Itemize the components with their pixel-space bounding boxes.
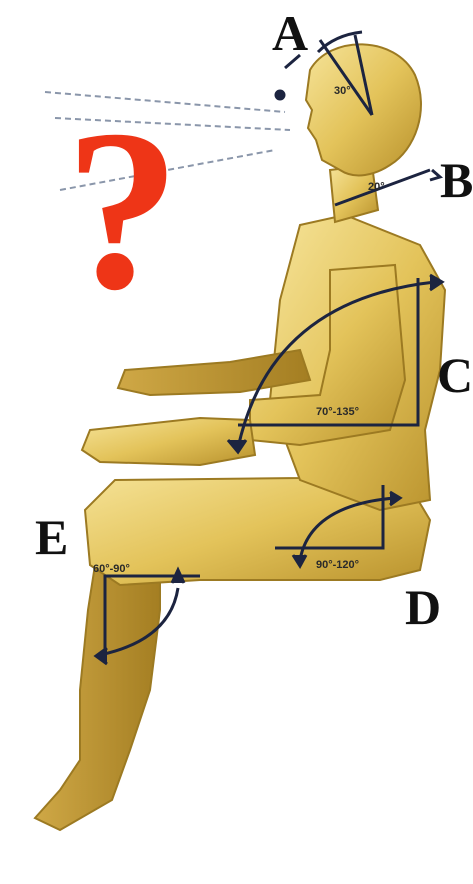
joint-letter-b: B [440,155,473,205]
angle-c-label: 70°-135° [316,406,359,418]
joint-letter-a: A [272,8,308,58]
question-mark: ? [65,95,180,325]
angle-e-label: 60°-90° [93,563,130,575]
angle-b-label: 20° [368,181,385,193]
lower-leg [35,560,160,830]
angle-a-label: 30° [334,85,351,97]
joint-letter-d: D [405,582,441,632]
joint-letter-e: E [35,512,68,562]
head [306,44,421,175]
angle-d-label: 90°-120° [316,559,359,571]
joint-letter-c: C [437,350,473,400]
